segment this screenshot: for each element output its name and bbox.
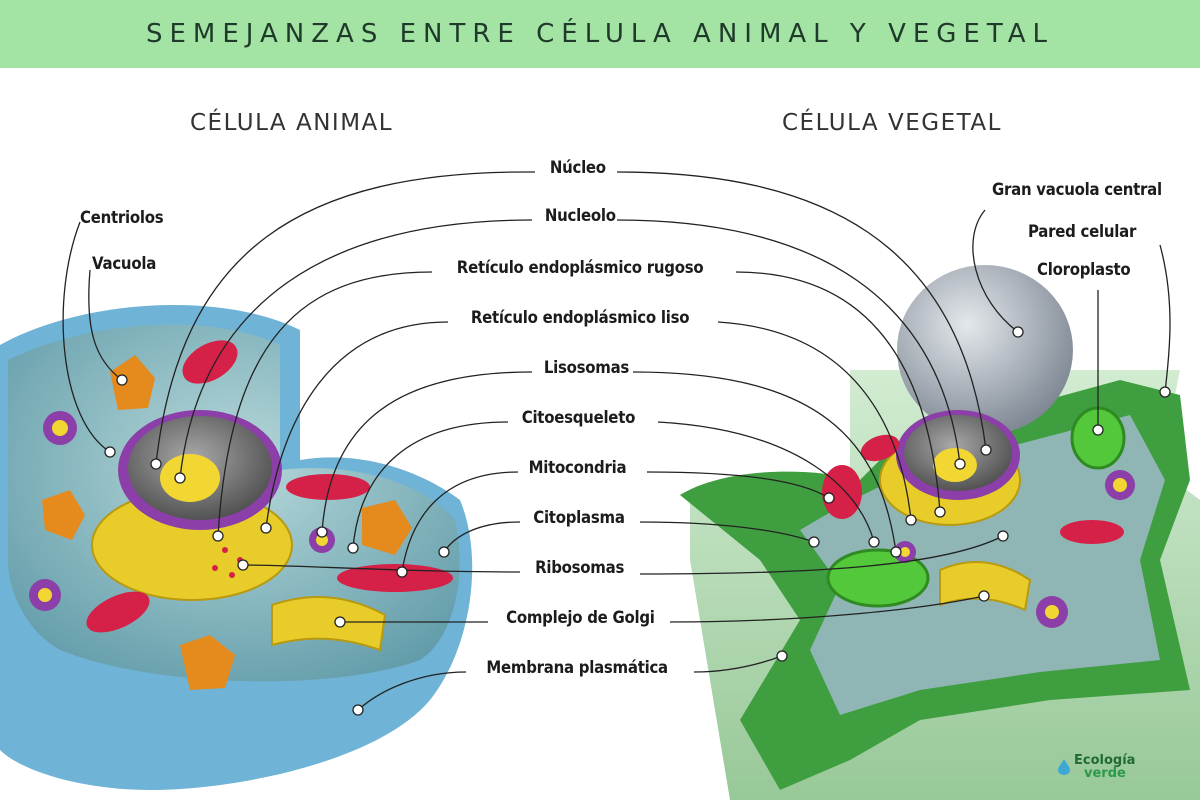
label-reticulo-liso: Retículo endoplásmico liso: [470, 308, 690, 328]
leader-mitocondria-animal: [401, 471, 519, 573]
leader-membrana-plant: [693, 655, 783, 673]
leader-rer-animal: [217, 271, 433, 537]
leader-mitocondria-plant: [646, 471, 830, 499]
plant-golgi: [939, 561, 1032, 612]
leader-dots: [104, 326, 1171, 716]
leader-vacuola-plant: [972, 209, 1019, 333]
leader-ribosomas-plant: [639, 535, 1004, 575]
animal-nucleolus: [160, 454, 220, 502]
label-reticulo-rugoso: Retículo endoplásmico rugoso: [456, 258, 704, 278]
leader-citoplasma-plant: [639, 521, 815, 543]
label-pared-celular: Pared celular: [1028, 222, 1137, 242]
label-mitocondria: Mitocondria: [528, 458, 627, 478]
animal-cell: [0, 304, 473, 790]
label-lisosomas: Lisosomas: [543, 358, 630, 378]
label-nucleolo: Nucleolo: [544, 206, 616, 226]
leader-ser-animal: [265, 321, 449, 529]
label-vacuola: Vacuola: [92, 254, 157, 274]
animal-cell-heading: CÉLULA ANIMAL: [190, 110, 394, 136]
label-complejo-golgi: Complejo de Golgi: [506, 608, 655, 628]
title-banner: SEMEJANZAS ENTRE CÉLULA ANIMAL Y VEGETAL: [0, 0, 1200, 68]
leader-rer-plant: [735, 271, 941, 513]
leader-ser-plant: [717, 321, 912, 521]
leader-citoesqueleto-plant: [657, 421, 875, 543]
plant-central-vacuole: [897, 265, 1073, 435]
ecologia-verde-logo: Ecología verde: [1058, 754, 1135, 780]
brand-line-1: Ecología: [1074, 753, 1136, 768]
brand-line-2: verde: [1084, 766, 1126, 781]
leader-nucleo-plant: [616, 171, 987, 451]
label-membrana-plasmatica: Membrana plasmática: [486, 658, 668, 678]
leader-citoplasma-animal: [443, 521, 521, 553]
label-ribosomas: Ribosomas: [535, 558, 625, 578]
leader-nucleolo-animal: [179, 219, 533, 479]
leader-lisosomas-animal: [321, 371, 533, 533]
leader-pared-plant: [1159, 244, 1171, 393]
plant-cell: [680, 265, 1200, 800]
leader-nucleolo-plant: [616, 219, 961, 465]
leader-lisosomas-plant: [632, 371, 897, 553]
water-drop-icon: [1058, 759, 1070, 775]
animal-lysosomes: [29, 411, 335, 611]
leader-nucleo-animal: [155, 171, 536, 465]
label-citoesqueleto: Citoesqueleto: [521, 408, 636, 428]
leader-lines: [62, 171, 1171, 711]
label-gran-vacuola-central: Gran vacuola central: [992, 180, 1162, 200]
label-nucleo: Núcleo: [549, 158, 606, 178]
plant-mitochondria: [822, 434, 1124, 544]
leader-centriolos-animal: [62, 221, 111, 453]
plant-cell-heading: CÉLULA VEGETAL: [782, 110, 1002, 136]
leader-ribosomas-animal: [242, 564, 521, 573]
label-centriolos: Centriolos: [80, 208, 164, 228]
animal-mitochondria: [86, 340, 453, 633]
label-cloroplasto: Cloroplasto: [1037, 260, 1131, 280]
leader-citoesqueleto-animal: [352, 421, 509, 549]
plant-lysosomes: [894, 470, 1135, 628]
diagram-title: SEMEJANZAS ENTRE CÉLULA ANIMAL Y VEGETAL: [146, 19, 1054, 49]
animal-golgi: [271, 596, 387, 652]
brand-text: Ecología verde: [1074, 754, 1135, 780]
leader-golgi-plant: [669, 595, 985, 623]
leader-membrana-animal: [357, 671, 467, 711]
label-citoplasma: Citoplasma: [533, 508, 625, 528]
leader-vacuola-animal: [88, 269, 123, 381]
animal-vacuoles: [42, 355, 412, 690]
